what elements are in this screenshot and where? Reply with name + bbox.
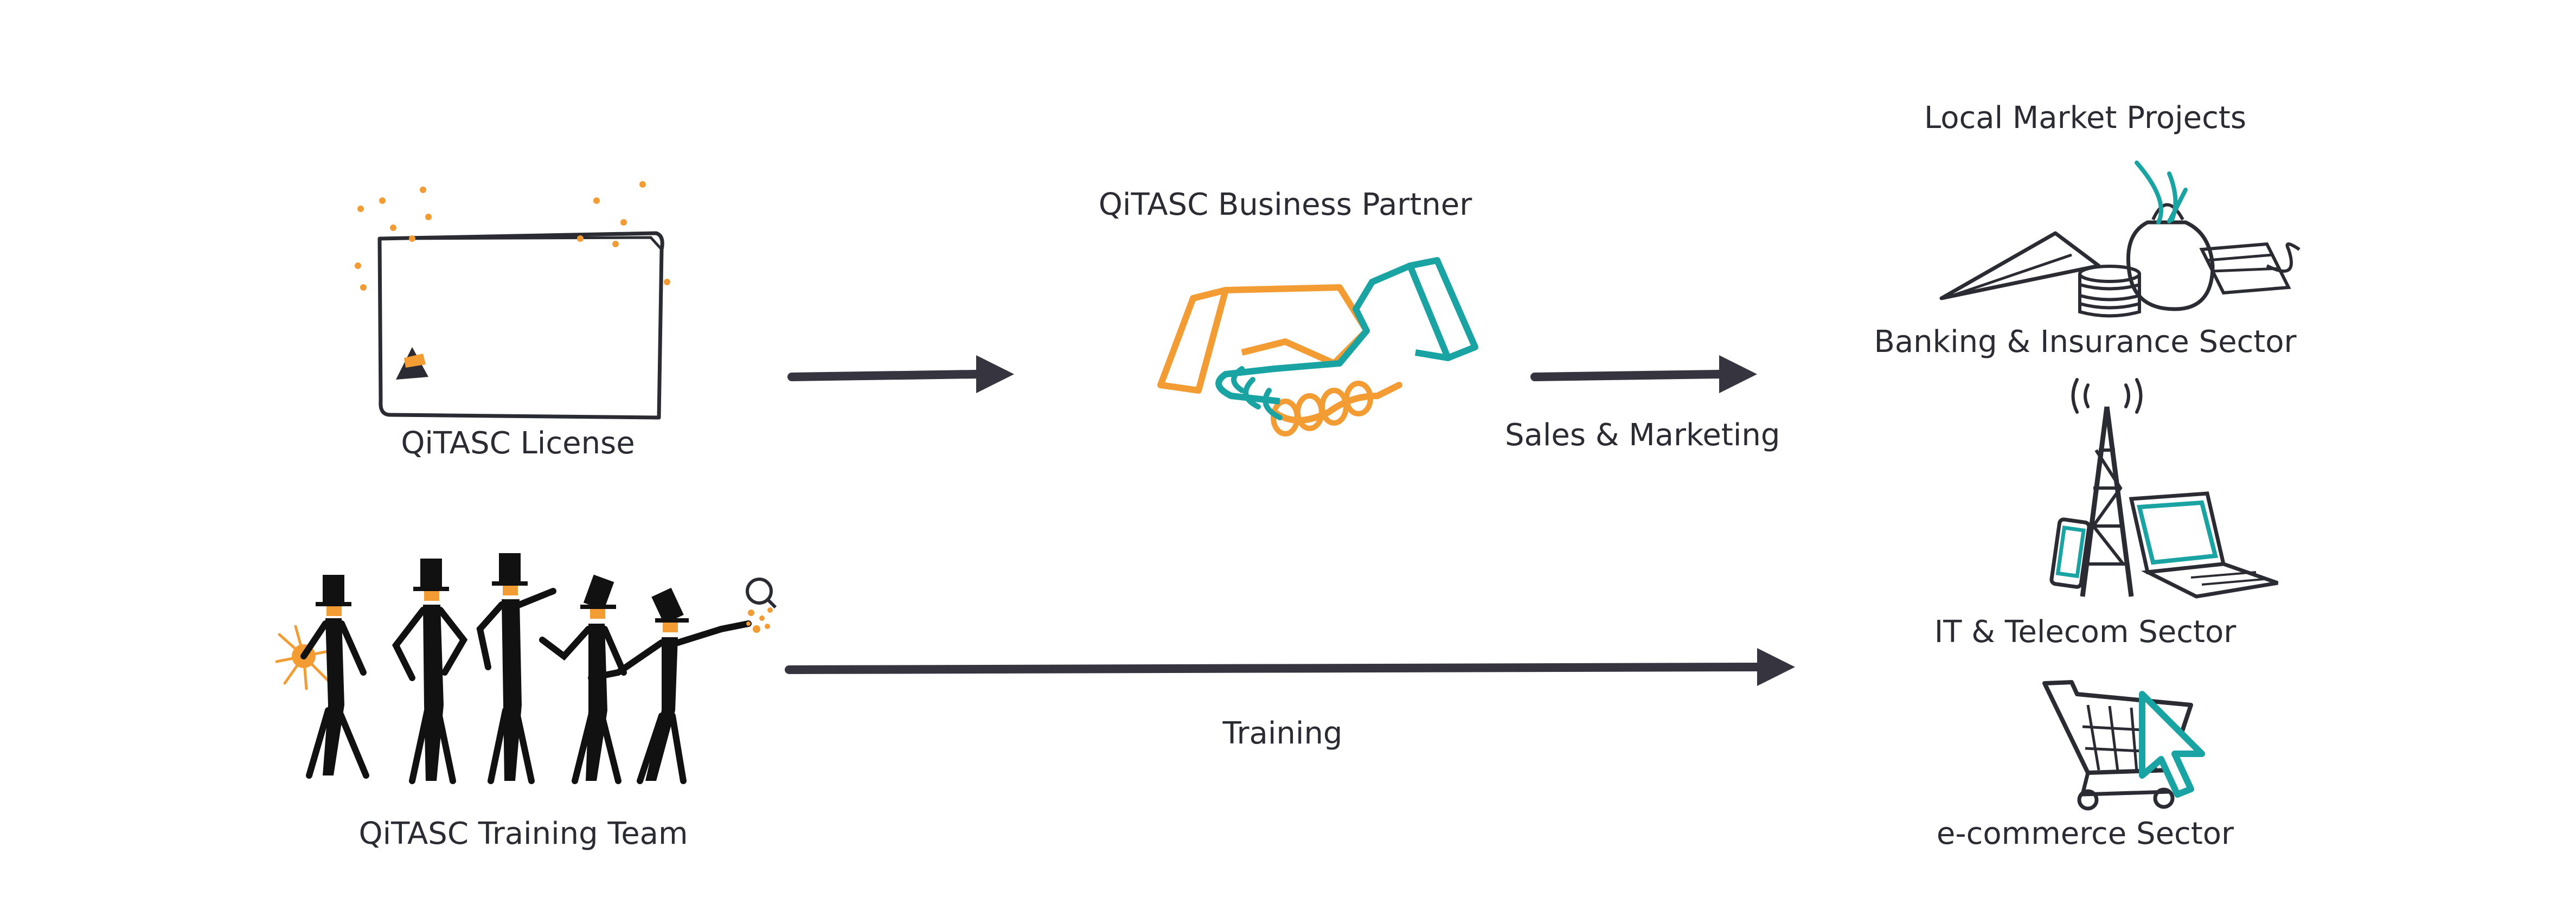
training-team-figures-icon xyxy=(275,553,777,784)
license-card-icon xyxy=(355,181,670,420)
ecommerce-label: e-commerce Sector xyxy=(1936,816,2234,851)
arrow-training-team-to-markets xyxy=(785,648,1795,686)
it-telecom-label: IT & Telecom Sector xyxy=(1934,614,2237,650)
training-edge-label: Training xyxy=(1222,716,1343,751)
partner-label: QiTASC Business Partner xyxy=(1098,187,1472,222)
training-team-label: QiTASC Training Team xyxy=(358,816,688,851)
arrow-partner-to-markets xyxy=(1530,355,1757,393)
handshake-icon xyxy=(1157,257,1478,437)
license-label: QiTASC License xyxy=(401,426,635,461)
sales-marketing-label: Sales & Marketing xyxy=(1505,418,1780,453)
tower-laptop-phone-icon xyxy=(2049,378,2279,599)
magic-ball-icon xyxy=(746,578,777,633)
license-hat-icon xyxy=(396,347,428,380)
arrow-license-to-partner xyxy=(787,355,1014,393)
banking-label: Banking & Insurance Sector xyxy=(1874,324,2297,360)
money-bag-coins-icon xyxy=(1939,161,2301,318)
shopping-cart-cursor-icon xyxy=(2042,680,2205,811)
local-market-label: Local Market Projects xyxy=(1924,100,2247,136)
